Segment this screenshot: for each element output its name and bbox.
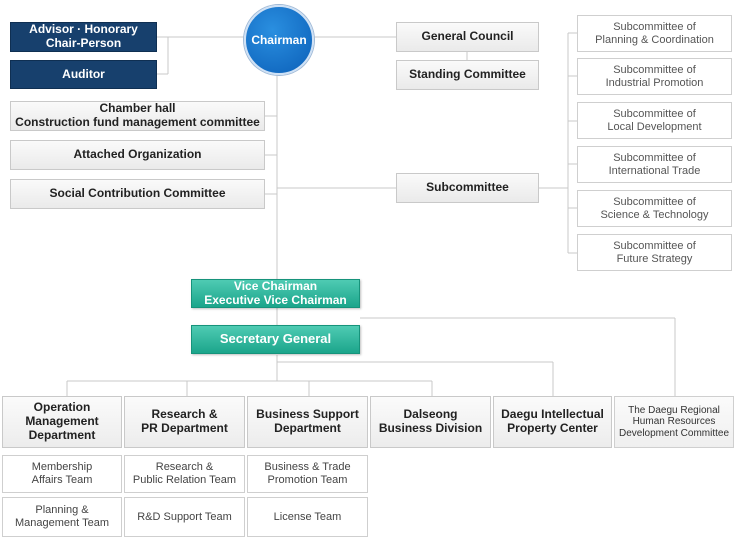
subcommittee-industrial-box[interactable]: Subcommittee of Industrial Promotion — [577, 58, 732, 95]
auditor-box[interactable]: Auditor — [10, 60, 157, 89]
social-contribution-committee-box[interactable]: Social Contribution Committee — [10, 179, 265, 209]
daegu-ip-center[interactable]: Daegu Intellectual Property Center — [493, 396, 612, 448]
business-support-department[interactable]: Business Support Department — [247, 396, 368, 448]
membership-affairs-team[interactable]: Membership Affairs Team — [2, 455, 122, 493]
attached-organization-box[interactable]: Attached Organization — [10, 140, 265, 170]
general-council-box[interactable]: General Council — [396, 22, 539, 52]
business-trade-promotion-team[interactable]: Business & Trade Promotion Team — [247, 455, 368, 493]
license-team[interactable]: License Team — [247, 497, 368, 537]
planning-management-team[interactable]: Planning & Management Team — [2, 497, 122, 537]
rd-support-team[interactable]: R&D Support Team — [124, 497, 245, 537]
subcommittee-box[interactable]: Subcommittee — [396, 173, 539, 203]
hrd-committee-box[interactable]: The Daegu Regional Human Resources Devel… — [614, 396, 734, 448]
standing-committee-box[interactable]: Standing Committee — [396, 60, 539, 90]
subcommittee-planning-box[interactable]: Subcommittee of Planning & Coordination — [577, 15, 732, 52]
chairman-label: Chairman — [251, 33, 307, 47]
dalseong-business-division[interactable]: Dalseong Business Division — [370, 396, 491, 448]
chairman-node[interactable]: Chairman — [244, 5, 314, 75]
research-public-relation-team[interactable]: Research & Public Relation Team — [124, 455, 245, 493]
chamber-hall-committee-box[interactable]: Chamber hall Construction fund managemen… — [10, 101, 265, 131]
operation-management-department[interactable]: Operation Management Department — [2, 396, 122, 448]
subcommittee-science-box[interactable]: Subcommittee of Science & Technology — [577, 190, 732, 227]
subcommittee-local-box[interactable]: Subcommittee of Local Development — [577, 102, 732, 139]
subcommittee-trade-box[interactable]: Subcommittee of International Trade — [577, 146, 732, 183]
secretary-general-box[interactable]: Secretary General — [191, 325, 360, 354]
subcommittee-future-box[interactable]: Subcommittee of Future Strategy — [577, 234, 732, 271]
vice-chairman-box[interactable]: Vice Chairman Executive Vice Chairman — [191, 279, 360, 308]
research-pr-department[interactable]: Research & PR Department — [124, 396, 245, 448]
advisor-box[interactable]: Advisor · Honorary Chair-Person — [10, 22, 157, 52]
